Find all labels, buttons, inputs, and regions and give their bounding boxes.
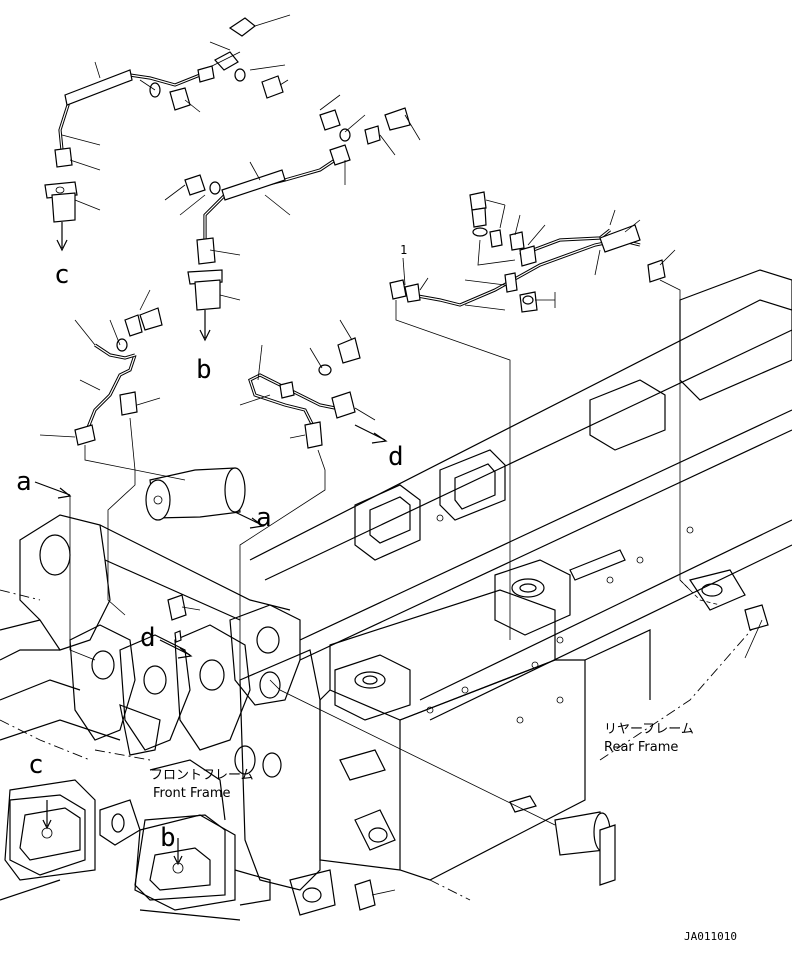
center-pin xyxy=(145,467,246,521)
arrow-label-a-left: a xyxy=(16,467,32,497)
hose-assembly-top-left xyxy=(44,14,291,252)
fitting-front-frame xyxy=(167,594,201,643)
fitting-lower-center xyxy=(354,879,396,911)
small-link xyxy=(509,795,537,813)
drawing-code: JA011010 xyxy=(684,930,737,943)
arrow-label-d-lower: d xyxy=(140,623,156,653)
arrow-label-c-detail: c xyxy=(28,750,44,780)
rear-frame xyxy=(249,269,792,901)
hose-assembly-top-middle xyxy=(164,94,421,342)
arrow-label-a-right: a xyxy=(256,503,272,533)
front-frame xyxy=(0,514,336,921)
arrow-label-c-top: c xyxy=(54,260,70,290)
hose-assembly-center-middle xyxy=(239,319,376,449)
lower-right-pin xyxy=(554,811,616,886)
hose-assembly-left-middle xyxy=(39,289,163,446)
front-frame-label-jp: フロントフレーム xyxy=(150,768,254,783)
part-number-label: 1 xyxy=(400,243,407,257)
arrow-label-b-detail: b xyxy=(160,823,176,853)
detail-window-c xyxy=(4,779,96,881)
detail-window-b xyxy=(134,814,226,901)
arrow-label-b-top: b xyxy=(196,355,212,385)
rear-frame-label-en: Rear Frame xyxy=(604,740,678,755)
front-frame-label-en: Front Frame xyxy=(153,786,231,801)
rear-frame-label-jp: リヤーフレーム xyxy=(604,722,694,737)
fitting-right xyxy=(744,604,769,659)
bolt-holes xyxy=(426,514,694,724)
hose-assembly-top-right xyxy=(389,191,676,313)
arrow-label-d-top: d xyxy=(388,442,404,472)
routing-lines xyxy=(34,279,721,826)
